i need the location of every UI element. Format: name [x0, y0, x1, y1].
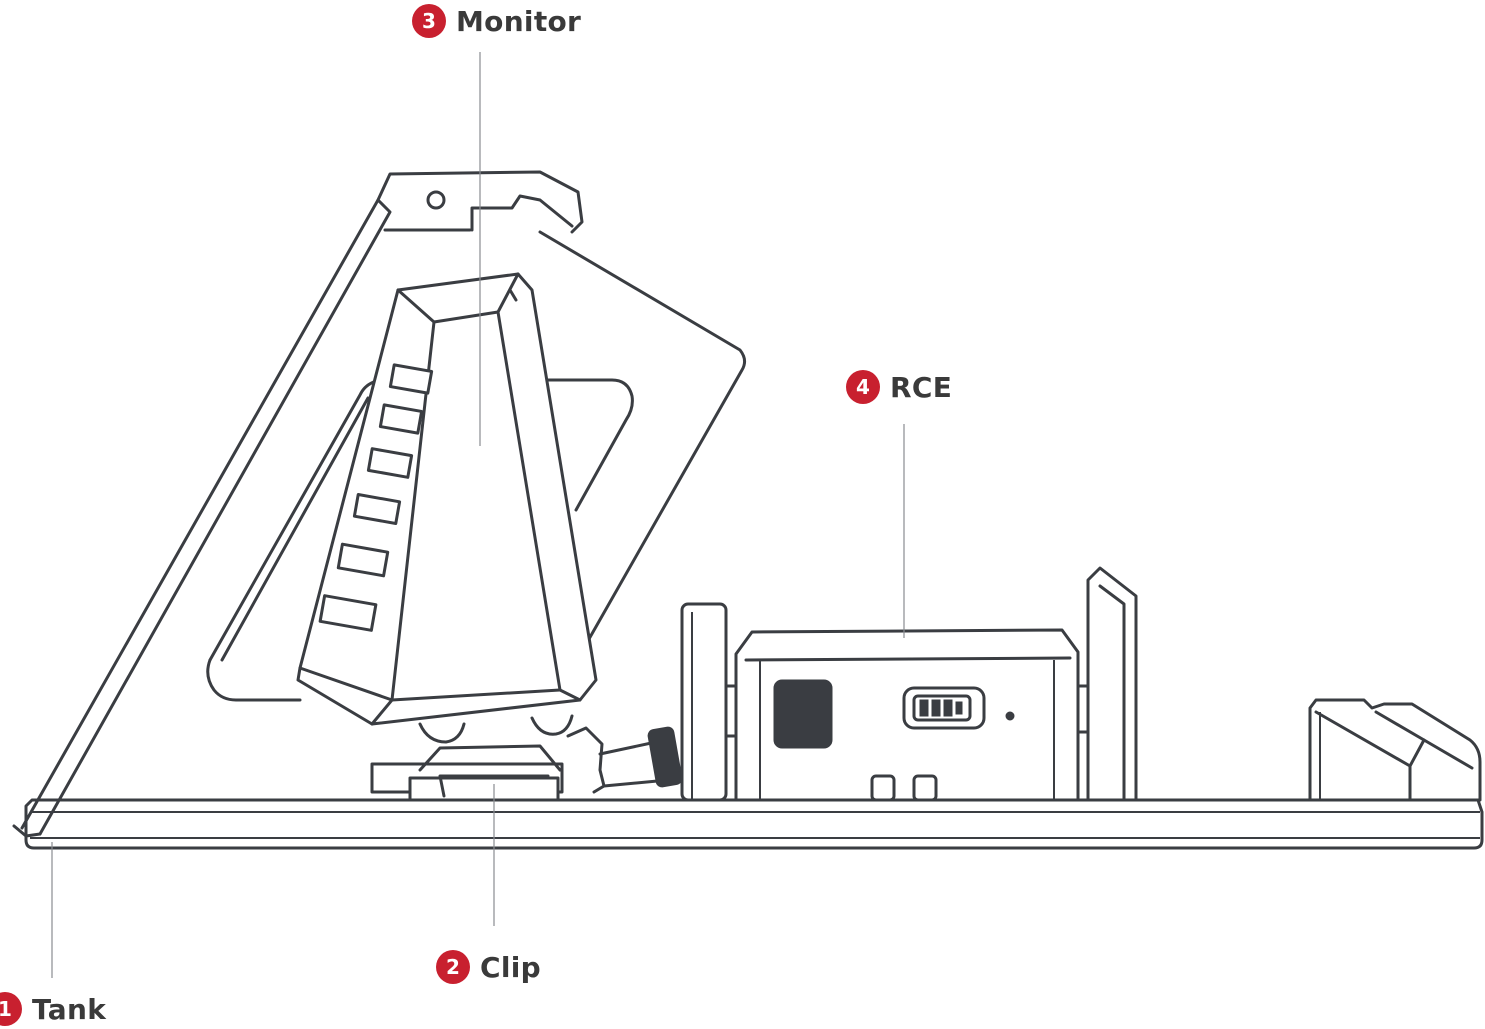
callout-badge: 2 — [436, 950, 470, 984]
tank-base — [26, 800, 1482, 848]
callout-label: Tank — [32, 993, 106, 1026]
callout-badge: 4 — [846, 370, 880, 404]
callout-label: Clip — [480, 951, 541, 984]
monitor-body — [298, 274, 596, 742]
clip-assembly — [372, 726, 683, 800]
callout-label: Monitor — [456, 5, 581, 38]
callout-label: RCE — [890, 371, 952, 404]
right-bracket — [1088, 568, 1136, 800]
left-bracket — [682, 604, 740, 800]
callout-monitor: 3 Monitor — [412, 4, 581, 38]
end-holder — [1310, 700, 1480, 800]
callout-badge: 3 — [412, 4, 446, 38]
rce-unit — [736, 630, 1088, 800]
callout-tank: 1 Tank — [0, 992, 106, 1026]
callout-badge: 1 — [0, 992, 22, 1026]
callout-clip: 2 Clip — [436, 950, 541, 984]
callout-rce: 4 RCE — [846, 370, 952, 404]
